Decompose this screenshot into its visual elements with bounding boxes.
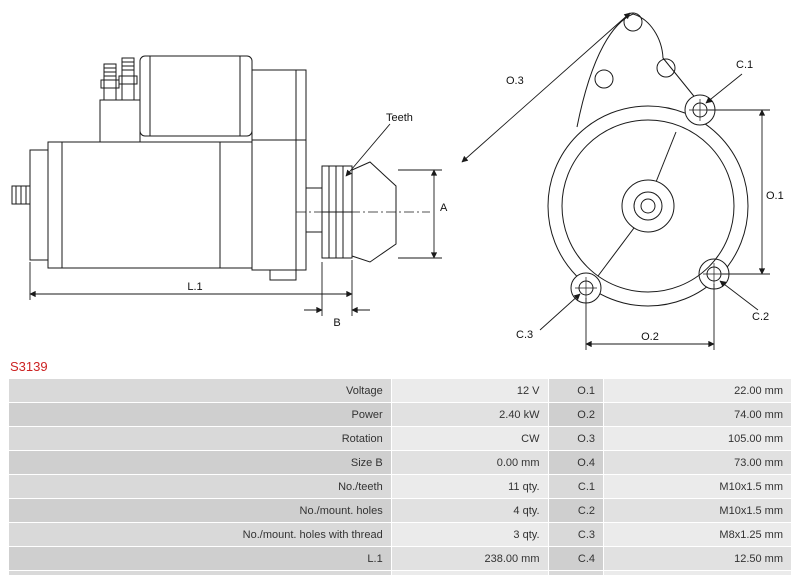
spec-code-value: 73.00 mm <box>604 451 791 474</box>
dim-label-l1: L.1 <box>187 281 202 293</box>
dim-label-a: A <box>440 202 448 214</box>
spec-code-value: M10x1.5 mm <box>604 499 791 522</box>
spec-label: L.1 <box>9 547 391 570</box>
spec-label: Size B <box>9 451 391 474</box>
spec-value: 2.40 kW <box>391 403 548 426</box>
spec-code-value: M8x1.25 mm <box>604 523 791 546</box>
spec-code-value: 105.00 mm <box>604 427 791 450</box>
spec-row: Voltage 12 V O.1 22.00 mm <box>9 379 791 402</box>
spec-code: C.1 <box>548 475 604 498</box>
spec-value: 0.00 mm <box>391 451 548 474</box>
spec-label: Power <box>9 403 391 426</box>
front-view-drawing <box>547 12 749 307</box>
dim-label-o1: O.1 <box>766 190 784 202</box>
technical-drawing-area: Teeth A L.1 B <box>11 12 784 350</box>
spec-code: C.3 <box>548 523 604 546</box>
spec-code: C.2 <box>548 499 604 522</box>
spec-row: Power 2.40 kW O.2 74.00 mm <box>9 403 791 426</box>
spec-label: Rotation <box>9 427 391 450</box>
spec-value: 238.00 mm <box>391 547 548 570</box>
starter-motor-technical-drawing: Teeth A L.1 B <box>11 12 784 350</box>
dim-label-o3: O.3 <box>506 75 524 87</box>
part-number: S3139 <box>10 359 48 374</box>
spec-value: 3 qty. <box>391 523 548 546</box>
spec-row: No./mount. holes with thread 3 qty. C.3 … <box>9 523 791 546</box>
dim-label-c3: C.3 <box>516 329 533 341</box>
spec-code-value: 74.00 mm <box>604 403 791 426</box>
spec-code: O.4 <box>548 451 604 474</box>
spec-value: CW <box>391 427 548 450</box>
front-view-dimensions <box>461 12 770 350</box>
dim-label-c2: C.2 <box>752 311 769 323</box>
spec-code: C.4 <box>548 547 604 570</box>
spec-code: O.1 <box>548 379 604 402</box>
spec-value: 11 qty. <box>391 475 548 498</box>
spec-row: Size B 0.00 mm O.4 73.00 mm <box>9 451 791 474</box>
dim-label-o2: O.2 <box>641 331 659 343</box>
spec-code: O.3 <box>548 427 604 450</box>
side-view-dimensions <box>29 123 442 316</box>
side-view-drawing <box>11 55 430 281</box>
spec-row: Rotation CW O.3 105.00 mm <box>9 427 791 450</box>
spec-value: 4 qty. <box>391 499 548 522</box>
spec-row-partial <box>9 571 791 575</box>
spec-code-value: M10x1.5 mm <box>604 475 791 498</box>
spec-row: L.1 238.00 mm C.4 12.50 mm <box>9 547 791 570</box>
spec-row: No./teeth 11 qty. C.1 M10x1.5 mm <box>9 475 791 498</box>
spec-label: No./mount. holes <box>9 499 391 522</box>
spec-row: No./mount. holes 4 qty. C.2 M10x1.5 mm <box>9 499 791 522</box>
spec-label: Voltage <box>9 379 391 402</box>
dim-label-teeth: Teeth <box>386 112 413 124</box>
dim-label-b: B <box>333 317 340 329</box>
spec-value: 12 V <box>391 379 548 402</box>
spec-code: O.2 <box>548 403 604 426</box>
spec-table: Voltage 12 V O.1 22.00 mm Power 2.40 kW … <box>8 378 792 576</box>
spec-label: No./teeth <box>9 475 391 498</box>
spec-code-value: 12.50 mm <box>604 547 791 570</box>
dim-label-c1: C.1 <box>736 59 753 71</box>
spec-code-value: 22.00 mm <box>604 379 791 402</box>
spec-label: No./mount. holes with thread <box>9 523 391 546</box>
